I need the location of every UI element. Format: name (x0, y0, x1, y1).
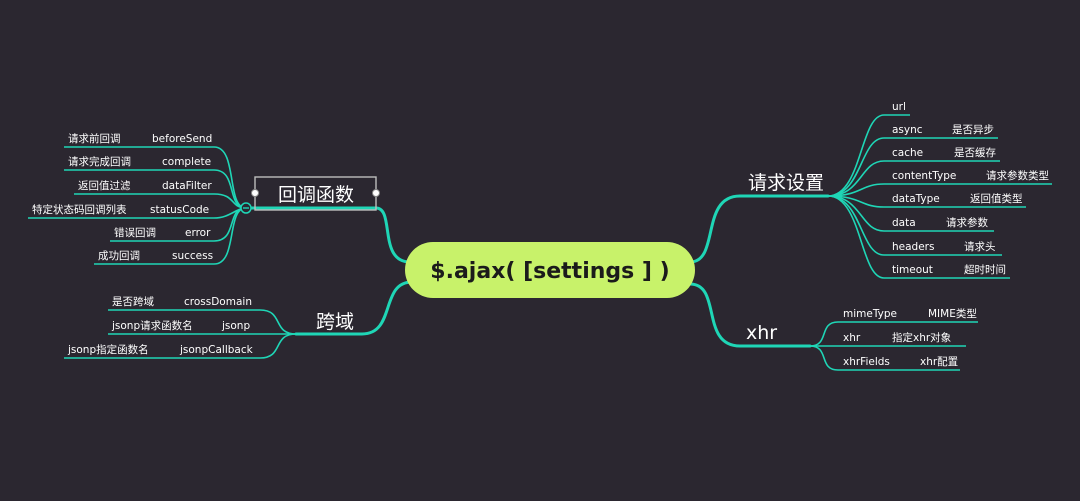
leaf-desc: 指定xhr对象 (892, 331, 951, 344)
leaf-key: success (172, 250, 213, 262)
leaf-key: contentType (892, 170, 956, 182)
leaf-crossDomain[interactable]: 是否跨域 crossDomain (112, 295, 252, 308)
leaf-desc: jsonp指定函数名 (67, 343, 149, 356)
leaf-key: data (892, 217, 916, 229)
leaf-key: timeout (892, 264, 933, 276)
leaf-desc: 是否异步 (952, 124, 994, 136)
leaf-dataType[interactable]: dataType 返回值类型 (892, 192, 1023, 205)
leaf-key: error (185, 227, 211, 239)
request-settings-leaves: url async 是否异步 cache 是否缓存 contentType 请求… (892, 101, 1049, 276)
xhr-leaf-line-xhrFields (809, 345, 960, 371)
branch-title-xhr[interactable]: xhr (746, 322, 777, 344)
leaf-desc: jsonp请求函数名 (111, 319, 193, 332)
leaf-dataFilter[interactable]: 返回值过滤 dataFilter (78, 179, 212, 192)
leaf-desc: 超时时间 (964, 263, 1006, 276)
branch-callbacks-node[interactable]: 回调函数 (240, 176, 380, 214)
leaf-async[interactable]: async 是否异步 (892, 124, 994, 136)
connector-center-to-xhr (688, 282, 812, 348)
leaf-desc: 成功回调 (98, 250, 140, 262)
leaf-key: beforeSend (152, 133, 212, 145)
leaf-data[interactable]: data 请求参数 (892, 216, 988, 229)
cb-leaf-line-success (94, 207, 247, 265)
leaf-headers[interactable]: headers 请求头 (892, 240, 996, 253)
req-leaf-line-async (827, 137, 998, 197)
leaf-desc: xhr配置 (920, 356, 958, 368)
leaf-jsonp[interactable]: jsonp请求函数名 jsonp (111, 319, 250, 332)
leaf-jsonpCallback[interactable]: jsonp指定函数名 jsonpCallback (67, 343, 254, 356)
leaf-beforeSend[interactable]: 请求前回调 beforeSend (68, 132, 212, 145)
center-node-label: $.ajax( [settings ] ) (430, 259, 669, 284)
main-connectors (244, 194, 830, 348)
branch-title-callbacks: 回调函数 (278, 184, 354, 206)
center-node[interactable]: $.ajax( [settings ] ) (405, 242, 695, 298)
leaf-desc: 请求前回调 (68, 132, 121, 145)
leaf-key: dataFilter (162, 180, 212, 192)
req-leaf-line-cache (827, 160, 1000, 197)
leaf-key: url (892, 101, 906, 113)
leaf-key: statusCode (150, 204, 209, 216)
leaf-key: headers (892, 241, 934, 253)
leaf-cache[interactable]: cache 是否缓存 (892, 146, 996, 159)
request-settings-connectors (827, 114, 1052, 279)
cd-leaf-line-jsonpCallback (64, 333, 297, 359)
leaf-desc: 错误回调 (114, 226, 156, 239)
xhr-connectors (809, 321, 978, 371)
leaf-desc: 请求头 (964, 240, 996, 253)
callbacks-leaves: 请求前回调 beforeSend 请求完成回调 complete 返回值过滤 d… (32, 132, 213, 262)
cross-domain-leaves: 是否跨域 crossDomain jsonp请求函数名 jsonp jsonp指… (67, 295, 254, 356)
leaf-success[interactable]: 成功回调 success (98, 250, 213, 262)
req-leaf-line-timeout (827, 195, 1010, 279)
leaf-desc: 是否跨域 (112, 295, 154, 308)
leaf-key: dataType (892, 193, 940, 205)
leaf-timeout[interactable]: timeout 超时时间 (892, 263, 1006, 276)
leaf-key: xhrFields (843, 356, 890, 368)
leaf-desc: 特定状态码回调列表 (32, 203, 127, 216)
leaf-xhrFields[interactable]: xhrFields xhr配置 (843, 356, 958, 368)
leaf-contentType[interactable]: contentType 请求参数类型 (892, 169, 1049, 182)
leaf-statusCode[interactable]: 特定状态码回调列表 statusCode (32, 203, 209, 216)
leaf-key: xhr (843, 332, 861, 344)
connector-center-to-callbacks (244, 206, 412, 264)
leaf-key: jsonpCallback (179, 344, 254, 356)
req-leaf-line-url (827, 114, 910, 197)
selection-handle-right[interactable] (372, 189, 380, 197)
leaf-key: async (892, 124, 923, 136)
center-node-shape (405, 242, 695, 298)
connector-center-to-cross-domain (294, 280, 414, 336)
cross-domain-connectors (64, 309, 297, 359)
leaf-key: crossDomain (184, 296, 252, 308)
leaf-desc: 请求参数类型 (986, 169, 1049, 182)
branch-title-cross-domain[interactable]: 跨域 (316, 311, 354, 333)
leaf-desc: MIME类型 (928, 307, 977, 320)
leaf-desc: 是否缓存 (954, 146, 996, 159)
leaf-key: complete (162, 156, 211, 168)
leaf-desc: 请求参数 (946, 216, 988, 229)
leaf-desc: 返回值类型 (970, 192, 1023, 205)
leaf-desc: 请求完成回调 (68, 155, 131, 168)
leaf-complete[interactable]: 请求完成回调 complete (68, 155, 211, 168)
leaf-key: jsonp (221, 320, 250, 332)
cb-leaf-line-beforeSend (64, 146, 247, 209)
xhr-leaf-line-mimeType (809, 321, 978, 347)
leaf-key: cache (892, 147, 923, 159)
selection-handle-left[interactable] (251, 189, 259, 197)
leaf-url[interactable]: url (892, 101, 906, 113)
leaf-desc: 返回值过滤 (78, 179, 131, 192)
req-leaf-line-dataType (827, 195, 1026, 208)
leaf-error[interactable]: 错误回调 error (114, 226, 211, 239)
cd-leaf-line-crossDomain (108, 309, 297, 335)
leaf-xhr[interactable]: xhr 指定xhr对象 (843, 331, 951, 344)
connector-center-to-request-settings (688, 194, 830, 264)
leaf-mimeType[interactable]: mimeType MIME类型 (843, 307, 977, 320)
leaf-key: mimeType (843, 308, 897, 320)
branch-title-request-settings[interactable]: 请求设置 (748, 172, 824, 194)
xhr-leaves: mimeType MIME类型 xhr 指定xhr对象 xhrFields xh… (843, 307, 977, 368)
